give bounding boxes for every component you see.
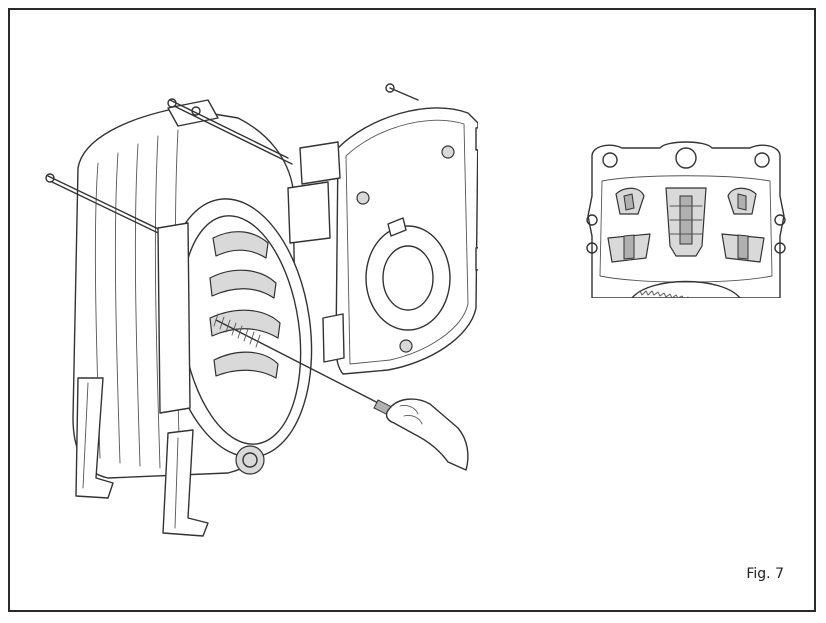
hand-icon — [385, 398, 469, 471]
detail-inset-drawing — [580, 136, 792, 298]
heat-exchanger-drawing — [38, 78, 478, 538]
burner-cover-drawing — [299, 107, 478, 375]
figure-label: Fig. 7 — [746, 566, 784, 582]
figure-frame: Fig. 7 — [8, 8, 816, 612]
